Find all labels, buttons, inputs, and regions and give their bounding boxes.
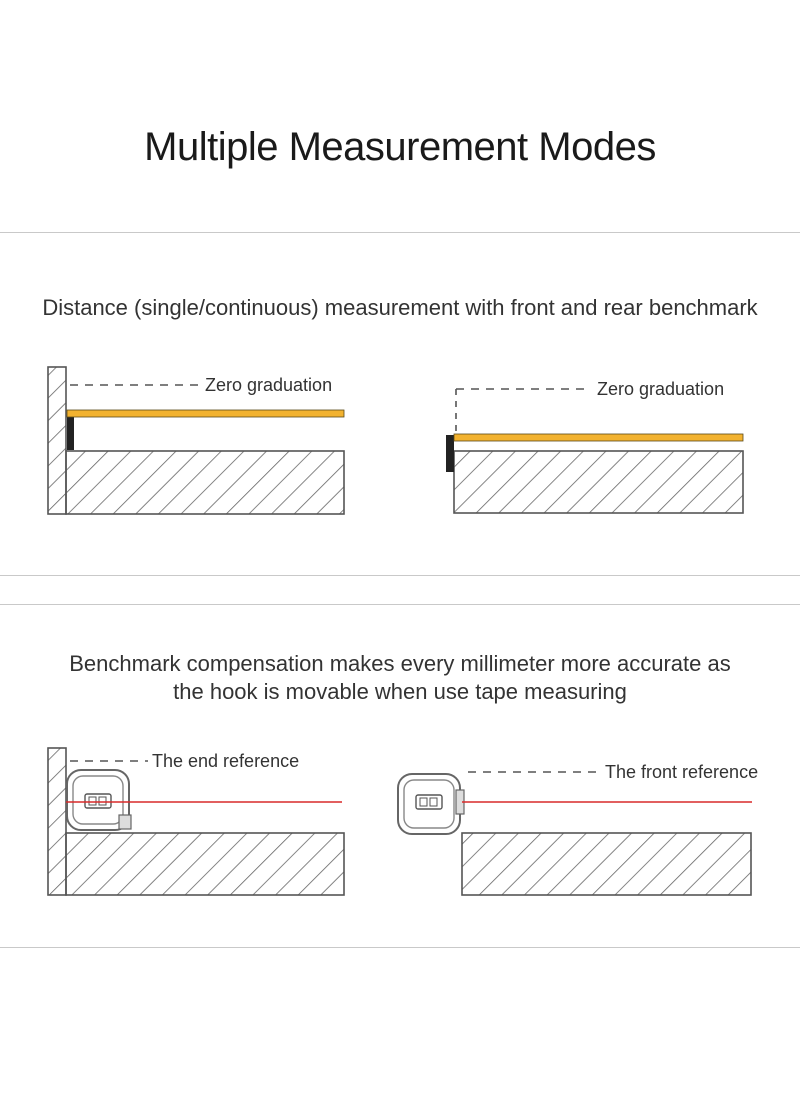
tape-measure-device-left [66, 769, 132, 831]
front-reference-diagram: The front reference [397, 762, 758, 896]
page-title: Multiple Measurement Modes [144, 125, 656, 169]
divider-top [0, 232, 800, 233]
end-reference-label: The end reference [152, 751, 299, 771]
tape-left [66, 409, 345, 418]
surface-right [453, 450, 744, 514]
rear-benchmark-diagram: Zero graduation [47, 366, 345, 515]
surface-left-2 [65, 832, 345, 896]
wall-left [47, 366, 67, 515]
zero-graduation-label-right: Zero graduation [597, 379, 724, 399]
divider-middle-2 [0, 604, 800, 605]
wall-left-2 [47, 747, 67, 896]
tape-measure-device-right [397, 773, 465, 835]
section1-caption: Distance (single/continuous) measurement… [42, 295, 758, 320]
zero-graduation-label-left: Zero graduation [205, 375, 332, 395]
reference-diagram: The end reference The front reference [47, 747, 758, 896]
front-reference-label: The front reference [605, 762, 758, 782]
front-hook [446, 435, 454, 472]
rear-hook [67, 417, 74, 450]
divider-bottom [0, 947, 800, 948]
divider-middle-1 [0, 575, 800, 576]
benchmark-diagram: Zero graduation Zero graduation [47, 366, 744, 515]
section2-caption-line2: the hook is movable when use tape measur… [173, 679, 627, 704]
tape-right [453, 433, 744, 442]
surface-left [65, 450, 345, 515]
front-benchmark-diagram: Zero graduation [446, 379, 744, 514]
section2-caption: Benchmark compensation makes every milli… [0, 650, 800, 706]
surface-right-2 [461, 832, 752, 896]
section2-caption-line1: Benchmark compensation makes every milli… [69, 651, 731, 676]
end-reference-diagram: The end reference [47, 747, 345, 896]
